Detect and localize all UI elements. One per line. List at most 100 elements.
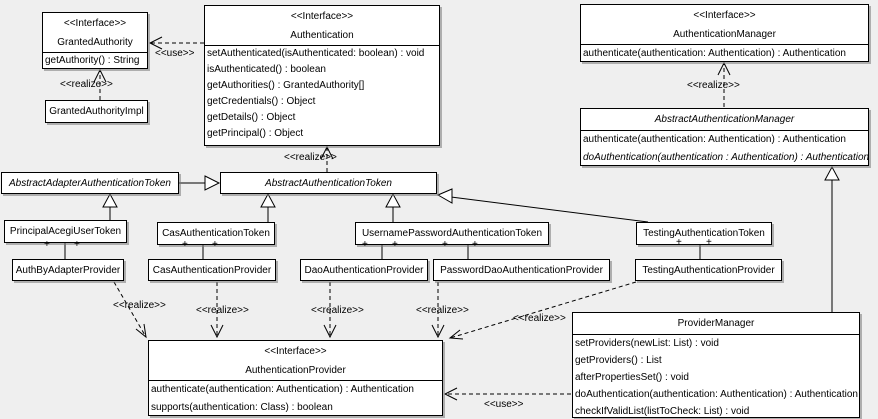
method: getAuthority() : String	[45, 55, 140, 66]
class-name: AuthenticationProvider	[245, 365, 346, 376]
class-name: AuthenticationManager	[673, 29, 776, 40]
realize-label: <<realize>>	[416, 305, 469, 316]
class-title: UsernamePasswordAuthenticationToken	[356, 223, 548, 244]
method: setAuthenticated(isAuthenticated: boolea…	[207, 48, 425, 59]
association-end-label: +	[442, 239, 448, 250]
class-name: AbstractAdapterAuthenticationToken	[9, 178, 171, 189]
realize-lines	[99, 63, 725, 339]
class-name: CasAuthenticationProvider	[152, 265, 272, 276]
class-principal-acegi-user-token: PrincipalAcegiUserToken	[4, 220, 127, 243]
class-abstract-authentication-token: AbstractAuthenticationToken	[220, 172, 437, 194]
class-authentication-provider: <<Interface>> AuthenticationProvider aut…	[148, 340, 443, 416]
class-title: AbstractAuthenticationManager	[581, 109, 868, 130]
stereotype-label: <<Interface>>	[290, 11, 354, 22]
method: authenticate(authentication: Authenticat…	[583, 48, 846, 59]
class-abstract-adapter-authentication-token: AbstractAdapterAuthenticationToken	[1, 172, 179, 194]
methods-compartment: setProviders(newList: List) : void getPr…	[573, 334, 859, 417]
class-title: <<Interface>> Authentication	[205, 6, 439, 45]
class-title: PrincipalAcegiUserToken	[5, 221, 126, 242]
stereotype-label: <<Interface>>	[693, 10, 756, 21]
class-provider-manager: ProviderManager setProviders(newList: Li…	[572, 312, 860, 418]
association-end-label: +	[362, 239, 368, 250]
class-name: PrincipalAcegiUserToken	[9, 226, 122, 237]
method: getProviders() : List	[575, 355, 662, 366]
class-testing-authentication-provider: TestingAuthenticationProvider	[635, 259, 782, 281]
class-dao-authentication-provider: DaoAuthenticationProvider	[300, 259, 428, 281]
class-name: DaoAuthenticationProvider	[304, 265, 424, 276]
realize-label: <<realize>>	[311, 305, 364, 316]
class-name: GrantedAuthority	[57, 37, 133, 48]
association-end-label: +	[706, 237, 712, 248]
realize-label: <<realize>>	[284, 152, 337, 163]
class-authentication-manager: <<Interface>> AuthenticationManager auth…	[580, 4, 869, 62]
class-name: GrantedAuthorityImpl	[49, 106, 144, 117]
class-title: AuthByAdapterProvider	[13, 260, 123, 280]
method: getAuthorities() : GrantedAuthority[]	[207, 80, 365, 91]
class-name: AbstractAuthenticationManager	[654, 114, 795, 125]
use-label: <<use>>	[155, 48, 195, 59]
realize-label: <<realize>>	[113, 300, 166, 311]
class-name: ProviderManager	[677, 318, 755, 329]
realize-arrowheads	[93, 61, 731, 340]
method: getCredentials() : Object	[207, 96, 316, 107]
class-title: <<Interface>> AuthenticationManager	[581, 5, 868, 44]
class-testing-authentication-token: TestingAuthenticationToken	[636, 222, 772, 245]
method: getPrincipal() : Object	[207, 128, 304, 139]
class-title: AbstractAdapterAuthenticationToken	[2, 173, 178, 193]
use-label: <<use>>	[484, 399, 524, 410]
class-title: CasAuthenticationToken	[158, 223, 274, 244]
class-name: PasswordDaoAuthenticationProvider	[440, 265, 603, 276]
method: isAuthenticated() : boolean	[207, 64, 326, 75]
association-end-label: +	[676, 237, 682, 248]
class-title: AbstractAuthenticationToken	[221, 173, 436, 193]
method: setProviders(newList: List) : void	[575, 338, 719, 349]
realize-label: <<realize>>	[60, 79, 113, 90]
class-title: TestingAuthenticationToken	[637, 223, 771, 244]
class-password-dao-authentication-provider: PasswordDaoAuthenticationProvider	[433, 259, 610, 281]
class-name: AuthByAdapterProvider	[15, 265, 121, 276]
class-name: TestingAuthenticationToken	[643, 228, 765, 239]
class-title: <<Interface>> AuthenticationProvider	[149, 341, 442, 380]
methods-compartment: getAuthority() : String	[43, 52, 147, 68]
class-name: CasAuthenticationToken	[162, 228, 270, 239]
association-end-label: +	[74, 239, 80, 250]
realize-label: <<realize>>	[687, 80, 740, 91]
method: authenticate(authentication: Authenticat…	[151, 384, 414, 395]
class-cas-authentication-provider: CasAuthenticationProvider	[148, 259, 276, 281]
method: checkIfValidList(listToCheck: List) : vo…	[575, 406, 750, 417]
class-title: GrantedAuthorityImpl	[46, 101, 147, 122]
class-title: <<Interface>> GrantedAuthority	[43, 13, 147, 52]
abstract-method: doAuthentication(authentication : Authen…	[583, 152, 868, 163]
method: doAuthentication(authentication: Authent…	[575, 389, 858, 400]
class-title: TestingAuthenticationProvider	[636, 260, 781, 280]
class-title: ProviderManager	[573, 313, 859, 334]
methods-compartment: setAuthenticated(isAuthenticated: boolea…	[205, 45, 439, 142]
class-name: Authentication	[290, 30, 354, 41]
association-lines	[64, 243, 701, 261]
class-granted-authority: <<Interface>> GrantedAuthority getAuthor…	[42, 12, 148, 69]
stereotype-label: <<Interface>>	[63, 18, 127, 29]
generalization-lines	[102, 165, 840, 312]
class-auth-by-adapter-provider: AuthByAdapterProvider	[12, 259, 124, 281]
class-username-password-authentication-token: UsernamePasswordAuthenticationToken	[355, 222, 549, 245]
use-lines	[150, 42, 571, 395]
method: supports(authentication: Class) : boolea…	[151, 402, 333, 413]
association-end-label: +	[182, 239, 188, 250]
class-name: AbstractAuthenticationToken	[265, 178, 392, 189]
class-name: UsernamePasswordAuthenticationToken	[361, 228, 543, 239]
use-arrowheads	[148, 36, 458, 401]
class-name: TestingAuthenticationProvider	[642, 265, 775, 276]
realize-label: <<realize>>	[196, 305, 249, 316]
association-end-label: +	[392, 239, 398, 250]
class-title: DaoAuthenticationProvider	[301, 260, 427, 280]
association-end-label: +	[472, 239, 478, 250]
realize-label: <<realize>>	[513, 313, 566, 324]
class-title: CasAuthenticationProvider	[149, 260, 275, 280]
methods-compartment: authenticate(authentication: Authenticat…	[581, 130, 868, 165]
methods-compartment: authenticate(authentication: Authenticat…	[149, 380, 442, 415]
class-title: PasswordDaoAuthenticationProvider	[434, 260, 609, 280]
method: afterPropertiesSet() : void	[575, 372, 689, 383]
class-granted-authority-impl: GrantedAuthorityImpl	[45, 100, 148, 123]
